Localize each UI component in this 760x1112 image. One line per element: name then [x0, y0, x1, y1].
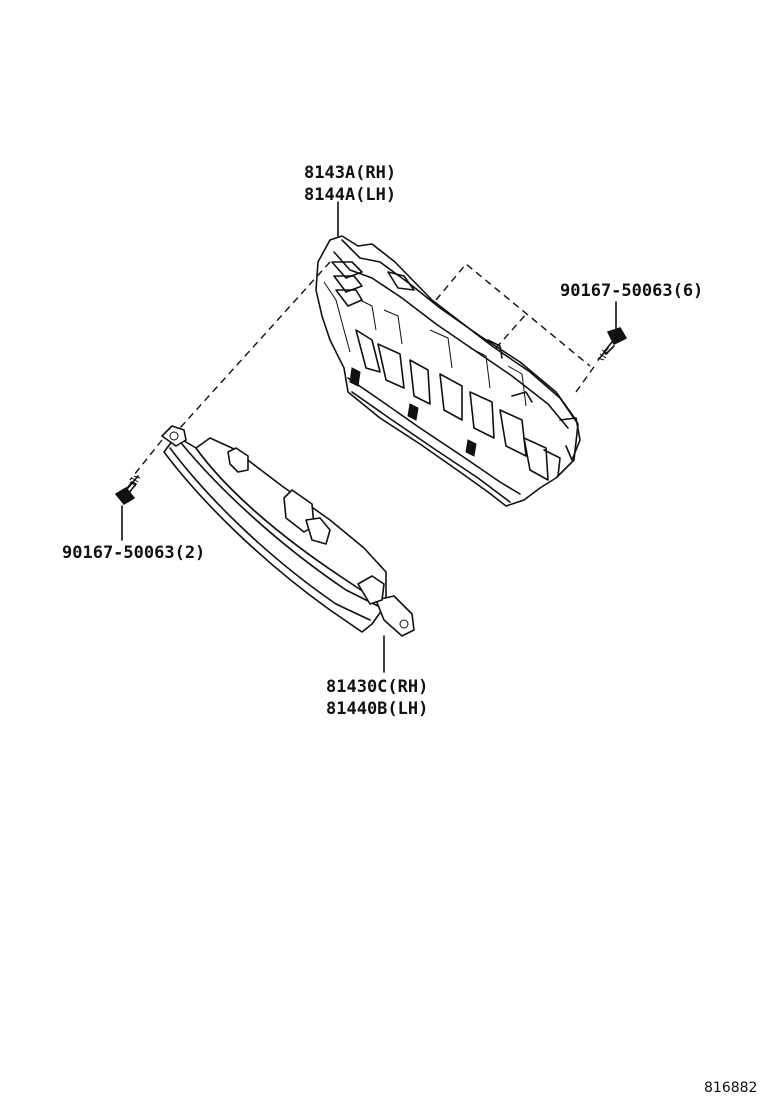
callout-lamp-rh: 81430C(RH) [326, 677, 428, 697]
callout-screw-left: 90167-50063(2) [62, 543, 205, 563]
lower-lamp-part [161, 425, 415, 637]
screw-left-icon [115, 475, 141, 505]
screw-right-icon [597, 327, 627, 361]
leader-lines [121, 201, 617, 673]
diagram-reference-number: 816882 [704, 1080, 757, 1096]
callout-upper-lh: 8144A(LH) [304, 185, 396, 205]
callout-screw-right: 90167-50063(6) [560, 281, 703, 301]
upper-housing-part [315, 235, 581, 507]
callout-lamp-lh: 81440B(LH) [326, 699, 428, 719]
callout-upper-rh: 8143A(RH) [304, 163, 396, 183]
assembly-lines [129, 261, 597, 481]
